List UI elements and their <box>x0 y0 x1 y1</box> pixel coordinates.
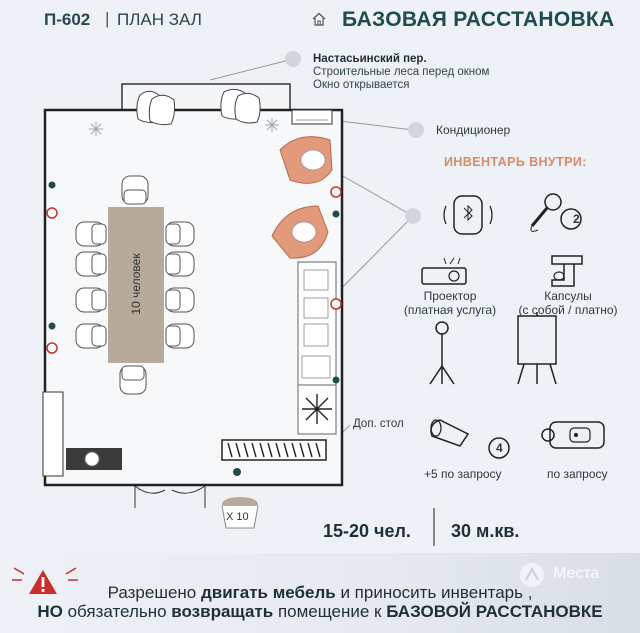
home-icon <box>312 12 326 26</box>
stats-divider <box>433 508 435 546</box>
notice-line-2: НО обязательно возвращать помещение к БА… <box>37 602 603 621</box>
projector-label: Проектор (платная услуга) <box>403 289 497 317</box>
mat-count: 4 <box>496 441 503 455</box>
armchairs <box>271 136 333 259</box>
wardrobe <box>42 391 64 477</box>
yoga-mat-icon <box>430 419 470 447</box>
wall-sockets <box>46 181 342 476</box>
header-separator: | <box>105 9 110 28</box>
brand-logo-icon <box>520 563 544 587</box>
address-note-scaffolding: Строительные леса перед окном <box>313 66 490 78</box>
ac-unit <box>291 109 333 125</box>
conference-table <box>108 207 164 363</box>
microphone-icon <box>530 193 562 232</box>
capsules-label: Капсулы (с собой / платно) <box>518 289 618 317</box>
room-code: П-602 <box>44 10 91 29</box>
mat-count-badge <box>488 437 510 459</box>
speaker-icon <box>443 195 493 235</box>
projector-icon <box>421 257 467 285</box>
snowflake-fridge-icon <box>302 394 332 424</box>
chairs <box>75 175 195 395</box>
massage-note: по запросу <box>547 467 608 481</box>
inventory-title: ИНВЕНТАРЬ ВНУТРИ: <box>444 155 587 169</box>
warning-rays <box>12 567 78 581</box>
ac-label: Кондиционер <box>436 123 511 137</box>
notice-line-1: Разрешено двигать мебель и приносить инв… <box>107 583 533 602</box>
extra-table-label: Доп. стол <box>353 418 404 430</box>
mic-count: 2 <box>573 212 580 226</box>
stool-icon <box>221 497 259 529</box>
inventory-icons <box>421 193 605 459</box>
massage-table-icon <box>541 421 605 449</box>
entrance-door <box>134 485 206 508</box>
watermark-text: Места <box>553 565 600 582</box>
area-stat: 30 м.кв. <box>451 521 520 541</box>
address-note-window: Окно открывается <box>313 79 410 91</box>
capacity-stat: 15-20 чел. <box>323 521 411 541</box>
ring-light-icon <box>429 321 455 385</box>
address-street: Настасьинский пер. <box>313 53 427 65</box>
capsule-machine-icon <box>551 255 583 287</box>
mat-note: +5 по запросу <box>424 467 502 481</box>
warning-icon <box>29 570 57 594</box>
mic-count-badge <box>560 208 582 230</box>
page-title: БАЗОВАЯ РАССТАНОВКА <box>342 8 615 31</box>
pillows <box>136 88 261 126</box>
flipchart-icon <box>517 312 557 385</box>
snowflake-icons <box>89 118 279 136</box>
table-capacity-label: 10 человек <box>129 253 143 315</box>
plan-label: ПЛАН ЗАЛ <box>117 10 202 29</box>
stool-count-label: X 10 <box>226 511 249 523</box>
floor-plan <box>42 51 424 529</box>
